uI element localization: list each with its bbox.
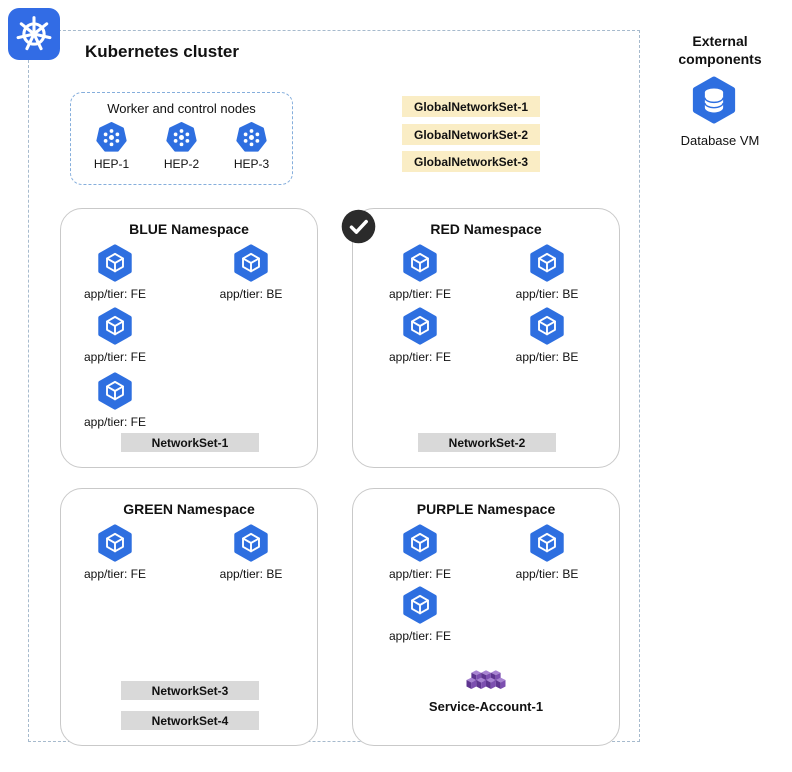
namespace-title: BLUE Namespace [129, 221, 249, 237]
pod-label: app/tier: BE [515, 567, 579, 581]
pod-label: app/tier: FE [388, 350, 452, 364]
pod-label: app/tier: BE [515, 350, 579, 364]
pod-icon [96, 524, 134, 562]
pod-label: app/tier: BE [219, 567, 283, 581]
pod-label: app/tier: FE [388, 287, 452, 301]
pod: app/tier: BE [511, 244, 583, 301]
global-network-set-badge: GlobalNetworkSet-1 [402, 96, 540, 117]
external-components-heading: External components [678, 33, 762, 67]
pod-icon [401, 307, 439, 345]
node-icon [236, 122, 267, 153]
pod-icon [96, 244, 134, 282]
pod: app/tier: BE [215, 244, 287, 301]
kubernetes-logo-icon [8, 8, 60, 60]
pod-icon [401, 524, 439, 562]
database-vm-icon [690, 76, 738, 124]
node-label: HEP-3 [233, 157, 270, 171]
namespace-box-red: RED Namespace app/tier: FE app/tier: BE … [352, 208, 620, 468]
pod-label: app/tier: FE [388, 629, 452, 643]
pod: app/tier: FE [384, 244, 456, 301]
pod-label: app/tier: FE [83, 350, 147, 364]
namespace-title: RED Namespace [430, 221, 542, 237]
pod-icon [232, 524, 270, 562]
namespace-box-green: GREEN Namespace app/tier: FE app/tier: B… [60, 488, 318, 746]
pod-icon [96, 372, 134, 410]
pod-icon [96, 307, 134, 345]
cluster-title: Kubernetes cluster [85, 42, 239, 61]
node-hep-2: HEP-2 [159, 122, 205, 171]
service-account: Service-Account-1 [353, 669, 619, 714]
pod: app/tier: FE [79, 307, 151, 364]
pod: app/tier: FE [79, 524, 151, 581]
network-set-badge: NetworkSet-4 [121, 711, 259, 730]
pod-icon [401, 586, 439, 624]
namespace-box-purple: PURPLE Namespace app/tier: FE app/tier: … [352, 488, 620, 746]
pod-label: app/tier: FE [83, 567, 147, 581]
worker-nodes-box: Worker and control nodes HEP-1 HEP-2 HEP… [70, 92, 293, 185]
pod: app/tier: FE [79, 244, 151, 301]
pod-icon [528, 524, 566, 562]
pod-icon [528, 307, 566, 345]
pod: app/tier: FE [384, 307, 456, 364]
pod: app/tier: BE [511, 524, 583, 581]
network-set-badge: NetworkSet-2 [418, 433, 556, 452]
namespace-box-blue: BLUE Namespace app/tier: FE app/tier: BE… [60, 208, 318, 468]
pod-icon [232, 244, 270, 282]
node-label: HEP-2 [163, 157, 200, 171]
check-icon [341, 209, 376, 244]
network-set-badge: NetworkSet-1 [121, 433, 259, 452]
namespace-title: PURPLE Namespace [416, 501, 556, 517]
pod: app/tier: BE [511, 307, 583, 364]
node-icon [166, 122, 197, 153]
pod: app/tier: FE [384, 524, 456, 581]
worker-nodes-row: HEP-1 HEP-2 HEP-3 [89, 122, 275, 171]
cluster-boundary [28, 30, 640, 742]
node-label: HEP-1 [93, 157, 130, 171]
global-network-set-badge: GlobalNetworkSet-3 [402, 151, 540, 172]
worker-nodes-title: Worker and control nodes [107, 101, 256, 116]
namespace-title: GREEN Namespace [123, 501, 255, 517]
pod-label: app/tier: FE [388, 567, 452, 581]
pod-label: app/tier: BE [515, 287, 579, 301]
service-account-icon [460, 669, 512, 691]
pod-icon [401, 244, 439, 282]
pod-label: app/tier: FE [83, 415, 147, 429]
pod: app/tier: FE [384, 586, 456, 643]
pod-icon [528, 244, 566, 282]
pod: app/tier: FE [79, 372, 151, 429]
node-hep-3: HEP-3 [229, 122, 275, 171]
pod: app/tier: BE [215, 524, 287, 581]
node-hep-1: HEP-1 [89, 122, 135, 171]
service-account-label: Service-Account-1 [428, 699, 544, 714]
node-icon [96, 122, 127, 153]
network-set-badge: NetworkSet-3 [121, 681, 259, 700]
pod-label: app/tier: BE [219, 287, 283, 301]
database-vm-label: Database VM [680, 133, 760, 148]
pod-label: app/tier: FE [83, 287, 147, 301]
global-network-set-badge: GlobalNetworkSet-2 [402, 124, 540, 145]
